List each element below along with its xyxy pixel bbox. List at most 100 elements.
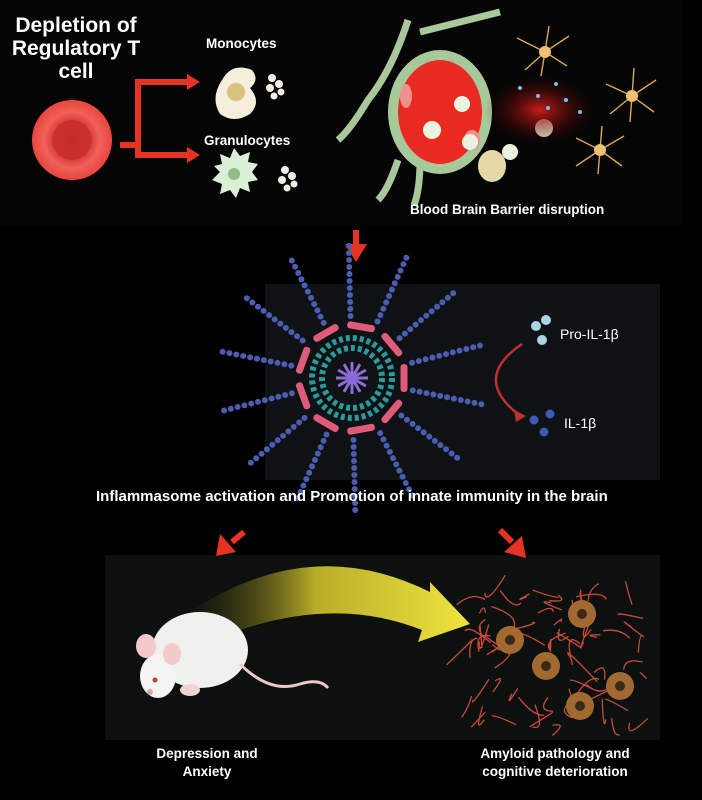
spoke-bead xyxy=(443,351,450,358)
spoke-bead xyxy=(478,401,485,408)
amyloid-fibril xyxy=(553,618,563,626)
amyloid-fibril xyxy=(579,623,590,649)
spoke-bead xyxy=(253,455,260,462)
spoke-bead xyxy=(347,313,354,320)
spoke-bead xyxy=(300,482,307,489)
amyloid-fibril xyxy=(478,607,486,614)
amyloid-fibril xyxy=(617,613,644,620)
spoke-bead xyxy=(281,361,288,368)
spoke-bead xyxy=(288,257,295,264)
right-outcome-label: Amyloid pathology and cognitive deterior… xyxy=(480,746,630,779)
spoke-bead xyxy=(351,464,358,471)
spoke-bead xyxy=(450,395,457,402)
amyloid-fibril xyxy=(471,678,490,703)
spoke-bead xyxy=(274,437,281,444)
amyloid-fibril xyxy=(623,660,643,670)
spoke-bead xyxy=(386,292,393,299)
spoke-bead xyxy=(351,457,358,464)
astrocyte-bodies xyxy=(539,46,638,156)
spoke-bead xyxy=(409,492,416,499)
spoke-bead xyxy=(422,356,429,363)
amyloid-fibril xyxy=(464,628,487,640)
amyloid-fibril xyxy=(543,601,563,611)
amyloid-fibril xyxy=(623,621,645,638)
spoke-bead xyxy=(282,391,289,398)
amyloid-fibril xyxy=(576,593,607,600)
spoke-bead xyxy=(428,308,435,315)
spoke-bead xyxy=(383,299,390,306)
spoke-bead xyxy=(439,299,446,306)
spoke-bead xyxy=(317,313,324,320)
spoke-bead xyxy=(415,358,422,365)
spoke-bead xyxy=(423,312,430,319)
pro-il1b-dots-icon xyxy=(531,315,551,345)
amyloid-fibril xyxy=(515,621,536,630)
amyloid-fibril xyxy=(567,652,598,683)
spoke-bead xyxy=(320,437,327,444)
amyloid-fibril xyxy=(479,625,483,649)
spoke-bead xyxy=(463,345,470,352)
amyloid-fibril xyxy=(628,717,649,732)
spoke-bead xyxy=(396,335,403,342)
spoke-bead xyxy=(269,441,276,448)
spoke-bead xyxy=(268,395,275,402)
spoke-bead xyxy=(323,431,330,438)
amyloid-fibril xyxy=(532,589,559,598)
nlrp3-segment xyxy=(313,414,339,432)
amyloid-fibril xyxy=(446,639,473,666)
spoke-bead xyxy=(288,390,295,397)
spoke-bead xyxy=(275,393,282,400)
spoke-bead xyxy=(314,450,321,457)
spoke-bead xyxy=(391,280,398,287)
spoke-bead xyxy=(420,429,427,436)
amyloid-fibril xyxy=(589,634,601,638)
spoke-bead xyxy=(476,342,483,349)
spoke-bead xyxy=(346,278,353,285)
down-right-arrow-icon xyxy=(497,527,526,558)
spoke-bead xyxy=(306,469,313,476)
spoke-bead xyxy=(399,473,406,480)
amyloid-fibril xyxy=(456,595,486,606)
amyloid-fibril xyxy=(477,634,491,652)
amyloid-fibril xyxy=(548,638,552,651)
spoke-bead xyxy=(380,436,387,443)
spoke-bead xyxy=(314,307,321,314)
spoke-bead xyxy=(298,276,305,283)
spoke-bead xyxy=(350,436,357,443)
amyloid-fibril xyxy=(551,724,561,737)
spoke-bead xyxy=(351,478,358,485)
amyloid-fibril xyxy=(491,715,517,726)
spoke-bead xyxy=(311,301,318,308)
spoke-bead xyxy=(456,347,463,354)
spoke-bead xyxy=(288,329,295,336)
spoke-bead xyxy=(352,499,359,506)
bbb-label: Blood Brain Barrier disruption xyxy=(410,202,605,217)
amyloid-fibril xyxy=(611,718,621,736)
spoke-bead xyxy=(226,350,233,357)
spoke-bead xyxy=(386,448,393,455)
spoke-bead xyxy=(247,354,254,361)
spoke-bead xyxy=(303,476,310,483)
spoke-bead xyxy=(294,333,301,340)
amyloid-fibril xyxy=(529,711,554,728)
spoke-bead xyxy=(317,444,324,451)
nlrp3-segment xyxy=(347,321,375,333)
monocytes-label: Monocytes xyxy=(206,36,277,51)
spoke-bead xyxy=(221,407,228,414)
spoke-bead xyxy=(377,430,384,437)
spoke-bead xyxy=(450,290,457,297)
amyloid-fibril xyxy=(593,667,606,680)
spoke-bead xyxy=(346,257,353,264)
amyloid-fibril xyxy=(537,607,554,614)
amyloid-fibril xyxy=(491,644,500,651)
spoke-bead xyxy=(320,319,327,326)
nlrp3-segment xyxy=(295,346,311,374)
amyloid-fibril xyxy=(587,583,600,601)
spoke-bead xyxy=(415,425,422,432)
mouse-icon xyxy=(136,612,330,698)
spoke-bead xyxy=(351,492,358,499)
conversion-arrow-icon xyxy=(494,342,523,415)
spoke-bead xyxy=(403,254,410,261)
spoke-bead xyxy=(285,428,292,435)
spoke-bead xyxy=(249,299,256,306)
